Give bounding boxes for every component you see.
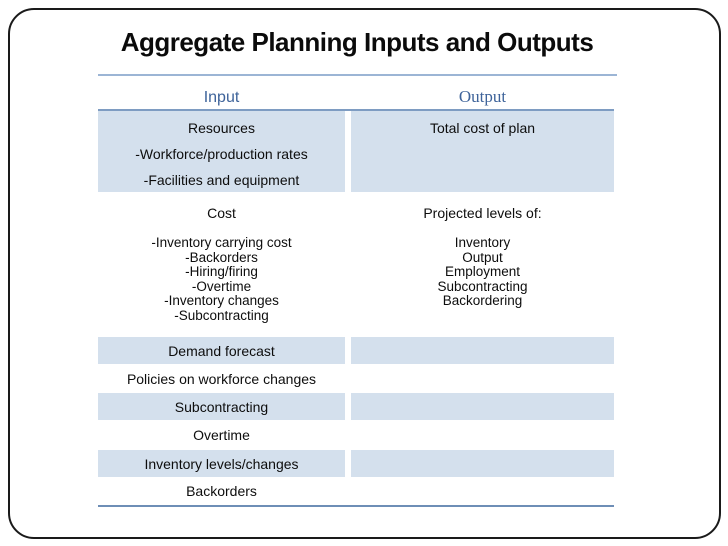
row-label: Demand forecast: [168, 342, 275, 359]
page-title: Aggregate Planning Inputs and Outputs: [120, 27, 594, 57]
row-label: Resources: [188, 120, 255, 136]
table-row-inventory-levels: Inventory levels/changes: [98, 450, 614, 477]
output-cell: [351, 420, 614, 450]
list-item: -Hiring/firing: [185, 264, 258, 279]
list-item: -Backorders: [185, 249, 258, 265]
output-cell: [351, 393, 614, 420]
column-header-input: Input: [203, 89, 240, 106]
input-cell: Cost -Inventory carrying cost -Backorder…: [98, 192, 345, 337]
table-row-demand-forecast: Demand forecast: [98, 337, 614, 364]
column-header-output: Output: [458, 87, 507, 106]
output-cell: Total cost of plan: [351, 111, 614, 192]
table-header-row: Input Output: [98, 84, 614, 111]
input-cell: Subcontracting: [98, 393, 345, 420]
input-cell: Resources -Workforce/production rates -F…: [98, 111, 345, 192]
list-item: Subcontracting: [437, 278, 528, 294]
row-label: Projected levels of:: [423, 205, 542, 221]
input-cell: Demand forecast: [98, 337, 345, 364]
input-cell: Backorders: [98, 477, 345, 505]
output-cell: [351, 364, 614, 393]
table-row-backorders: Backorders: [98, 477, 614, 505]
table-row-policies: Policies on workforce changes: [98, 364, 614, 393]
list-item: Inventory: [454, 235, 511, 250]
row-label: -Facilities and equipment: [143, 172, 300, 188]
input-cell: Policies on workforce changes: [98, 364, 345, 393]
row-label: Backorders: [186, 483, 257, 499]
output-cell: [351, 477, 614, 505]
row-label: -Workforce/production rates: [135, 146, 308, 162]
list-item: -Inventory carrying cost: [151, 235, 292, 250]
table-row-cost: Cost -Inventory carrying cost -Backorder…: [98, 192, 614, 337]
row-label: Cost: [207, 205, 236, 221]
title-rule: [98, 74, 617, 76]
table-row-overtime: Overtime: [98, 420, 614, 450]
row-label: Inventory levels/changes: [144, 455, 299, 472]
output-cell: [351, 337, 614, 364]
list-item: Backordering: [442, 293, 523, 308]
table-row-subcontracting: Subcontracting: [98, 393, 614, 420]
cost-items-list: -Inventory carrying cost -Backorders -Hi…: [98, 235, 345, 323]
list-item: -Overtime: [191, 278, 252, 294]
row-label: Overtime: [193, 427, 250, 443]
io-table: Input Output Resources -Workforce/produc…: [98, 84, 614, 507]
output-cell: [351, 450, 614, 477]
list-item: -Inventory changes: [164, 293, 279, 308]
table-row-resources: Resources -Workforce/production rates -F…: [98, 111, 614, 192]
input-cell: Inventory levels/changes: [98, 450, 345, 477]
list-item: Employment: [444, 264, 521, 279]
output-cell: Projected levels of: Inventory Output Em…: [351, 192, 614, 337]
table-bottom-rule: [98, 505, 614, 507]
row-label: Subcontracting: [174, 398, 269, 415]
input-cell: Overtime: [98, 420, 345, 450]
row-label: Policies on workforce changes: [126, 370, 317, 387]
list-item: -Subcontracting: [174, 307, 269, 323]
list-item: Output: [462, 249, 503, 265]
projected-levels-list: Inventory Output Employment Subcontracti…: [351, 235, 614, 309]
row-label: Total cost of plan: [429, 120, 536, 136]
